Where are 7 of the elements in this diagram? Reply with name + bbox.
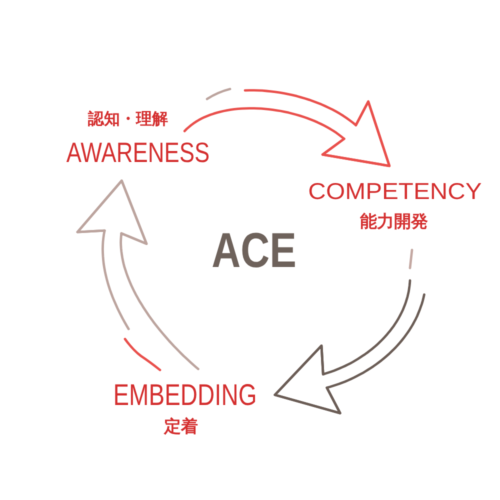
stage-subtitle: 能力開発	[360, 214, 428, 231]
stage-title: EMBEDDING	[113, 381, 257, 411]
stage-subtitle: 定着	[164, 419, 198, 436]
stage-title: COMPETENCY	[308, 180, 482, 203]
center-title: ACE	[212, 227, 296, 276]
stage-title: AWARENESS	[66, 139, 210, 168]
stage-subtitle: 認知・理解	[88, 111, 168, 127]
